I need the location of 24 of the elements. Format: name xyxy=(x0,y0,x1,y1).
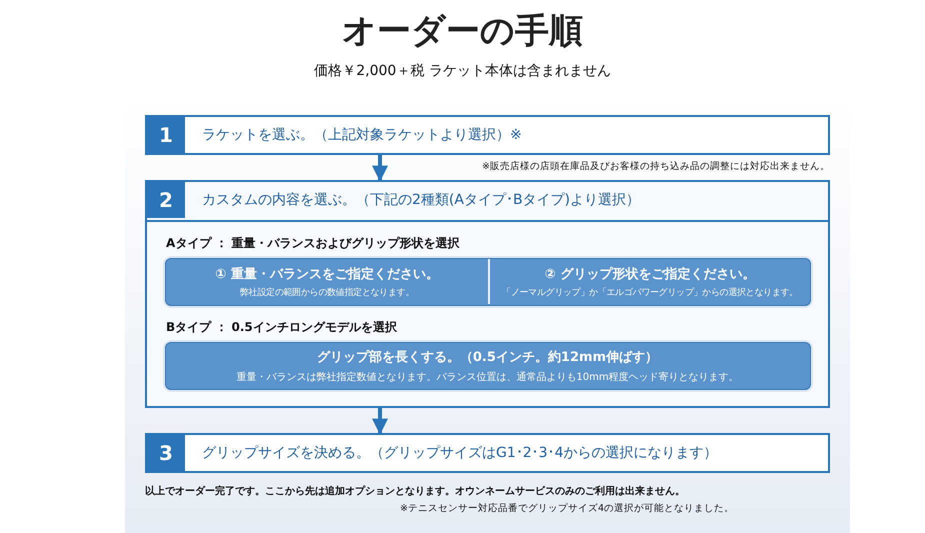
step-box xyxy=(145,433,830,473)
side-note: ※販売店様の店頭在庫品及びお客様の持ち込み品の調整には対応出来ません。 xyxy=(482,160,830,173)
step-text: グリップサイズを決める。（グリップサイズはG1･2･3･4からの選択になります） xyxy=(202,444,718,463)
price-note: 価格￥2,000＋税 ラケット本体は含まれません xyxy=(313,62,612,80)
option-text: グリップ部を長くする。（0.5インチ。約12mm伸ばす） xyxy=(316,348,660,366)
step-number: 1 xyxy=(147,117,185,153)
step-number: 2 xyxy=(147,182,185,218)
step-box xyxy=(145,115,830,155)
step-text: ラケットを選ぶ。（上記対象ラケットより選択）※ xyxy=(202,126,522,145)
step-number: 3 xyxy=(147,435,185,471)
step-text: カスタムの内容を選ぶ。（下記の2種類(Aタイプ･Bタイプ)より選択） xyxy=(202,191,640,210)
option-heading: Bタイプ ： 0.5インチロングモデルを選択 xyxy=(166,319,397,336)
option-text: ① 重量・バランスをご指定ください。 xyxy=(214,266,440,283)
option-text: ② グリップ形状をご指定ください。 xyxy=(544,266,756,283)
arrow xyxy=(372,155,388,182)
option-detail: 「ノーマルグリップ」か「エルゴパワーグリップ」からの選択となります。 xyxy=(501,286,799,299)
option-detail: 重量・バランスは弊社指定数値となります。バランス位置は、通常品よりも10mm程度ヘッド寄りとなります。 xyxy=(235,370,740,384)
option-heading: Aタイプ ： 重量・バランスおよびグリップ形状を選択 xyxy=(166,235,460,252)
footnote: ※テニスセンサー対応品番でグリップサイズ4の選択が可能となりました。 xyxy=(400,502,734,515)
title: オーダーの手順 xyxy=(341,10,584,53)
option-detail: 弊社設定の範囲からの数値指定となります。 xyxy=(238,286,415,299)
completion-note: 以上でオーダー完了です。ここから先は追加オプションとなります。オウンネームサービスのみのご利用は出来ません。 xyxy=(145,484,685,498)
arrow xyxy=(372,408,388,435)
step-panel xyxy=(145,180,830,408)
